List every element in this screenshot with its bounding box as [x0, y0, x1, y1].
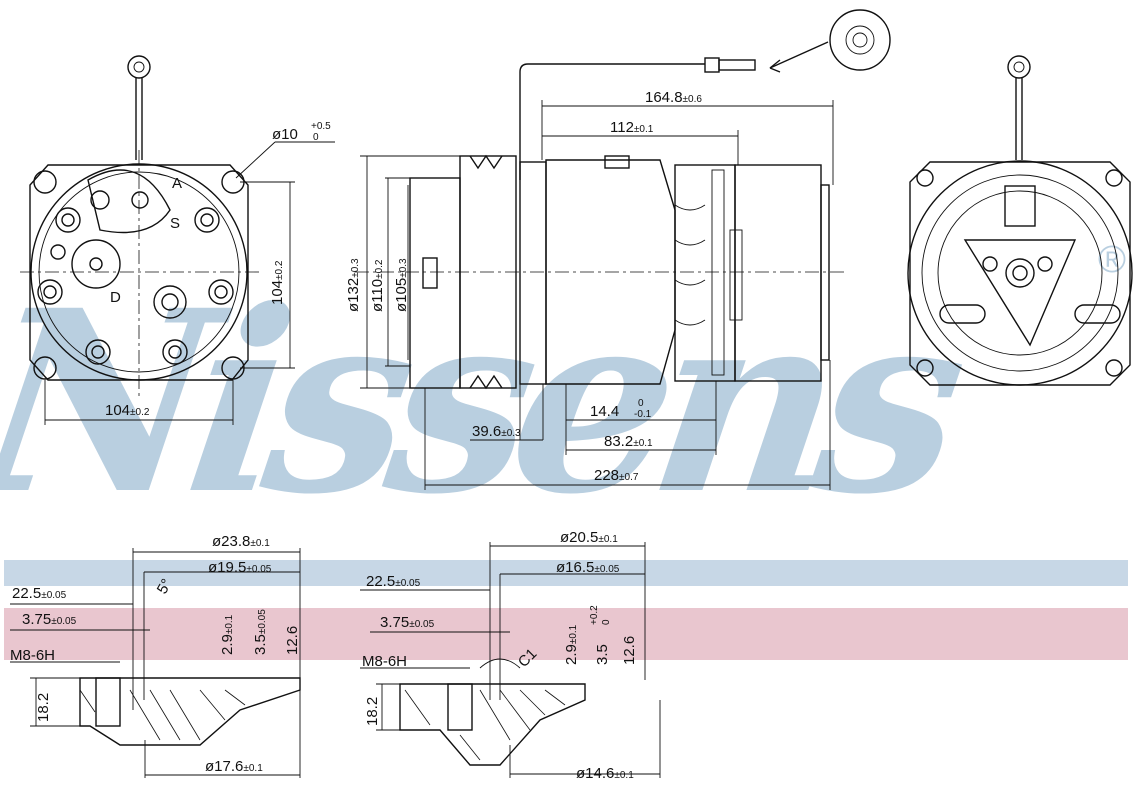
pr-h29-dim: 2.9±0.1: [563, 624, 580, 665]
pl-l22-dim: 22.5±0.05: [12, 585, 67, 602]
hole-dia-tol-lower: 0: [313, 132, 319, 143]
d110-dim: ø110±0.2: [369, 259, 386, 312]
port-detail-left: ø23.8±0.1 ø19.5±0.05 5° 22.5±0.05 3.75±0…: [10, 533, 301, 778]
port-detail-right: ø20.5±0.1 ø16.5±0.05 22.5±0.05 3.75±0.05…: [360, 529, 661, 782]
front-view: A S D ø10 +0.5 0 104±0.2 104±0.2: [20, 55, 335, 425]
pl-d23-dim: ø23.8±0.1: [212, 533, 270, 550]
pr-l375-dim: 3.75±0.05: [380, 614, 435, 631]
pr-d16-dim: ø16.5±0.05: [556, 559, 620, 576]
port-d-label: D: [110, 289, 121, 306]
front-height-dim: 104±0.2: [269, 260, 286, 305]
pr-h35-dim: 3.5: [594, 644, 611, 665]
pr-thread: M8-6H: [362, 653, 407, 670]
hole-dia-tol-upper: +0.5: [311, 121, 331, 132]
pr-d14-dim: ø14.6±0.1: [576, 765, 634, 782]
d132-dim: ø132±0.3: [345, 258, 362, 312]
rear-view: [907, 55, 1133, 386]
len-14-tol-lower: -0.1: [634, 409, 652, 420]
pr-l22-dim: 22.5±0.05: [366, 573, 421, 590]
pl-h182-dim: 18.2: [35, 693, 52, 722]
watermark-text: Nissens: [0, 256, 978, 550]
pl-h29-dim: 2.9±0.1: [219, 614, 236, 655]
front-width-dim: 104±0.2: [105, 402, 150, 419]
pl-l375-dim: 3.75±0.05: [22, 611, 77, 628]
len-14-dim: 14.4: [590, 403, 619, 420]
len-83-dim: 83.2±0.1: [604, 433, 653, 450]
side-view: ø132±0.3 ø110±0.2 ø105±0.3 164.8±0.6 112…: [345, 9, 891, 490]
pink-band: [4, 608, 1128, 660]
len-14-tol-upper: 0: [638, 398, 644, 409]
len-228-dim: 228±0.7: [594, 467, 639, 484]
pl-d19-dim: ø19.5±0.05: [208, 559, 272, 576]
pl-thread: M8-6H: [10, 647, 55, 664]
pr-h35-tol-lower: 0: [601, 619, 612, 625]
len-164-dim: 164.8±0.6: [645, 89, 702, 106]
d105-dim: ø105±0.3: [393, 258, 410, 312]
len-112-dim: 112±0.1: [610, 119, 654, 136]
len-39-dim: 39.6±0.3: [472, 423, 521, 440]
pl-h126-dim: 12.6: [284, 626, 301, 655]
hole-dia-label: ø10: [272, 126, 298, 143]
blue-band: [4, 560, 1128, 586]
port-a-label: A: [172, 175, 182, 192]
pr-h126-dim: 12.6: [621, 636, 638, 665]
pl-d17-dim: ø17.6±0.1: [205, 758, 263, 775]
pr-h35-tol-upper: +0.2: [589, 605, 600, 625]
registered-mark: ®: [1098, 239, 1126, 281]
pl-h35-dim: 3.5±0.05: [252, 609, 269, 655]
port-s-label: S: [170, 215, 180, 232]
pr-h182-dim: 18.2: [364, 697, 381, 726]
pr-d20-dim: ø20.5±0.1: [560, 529, 618, 546]
